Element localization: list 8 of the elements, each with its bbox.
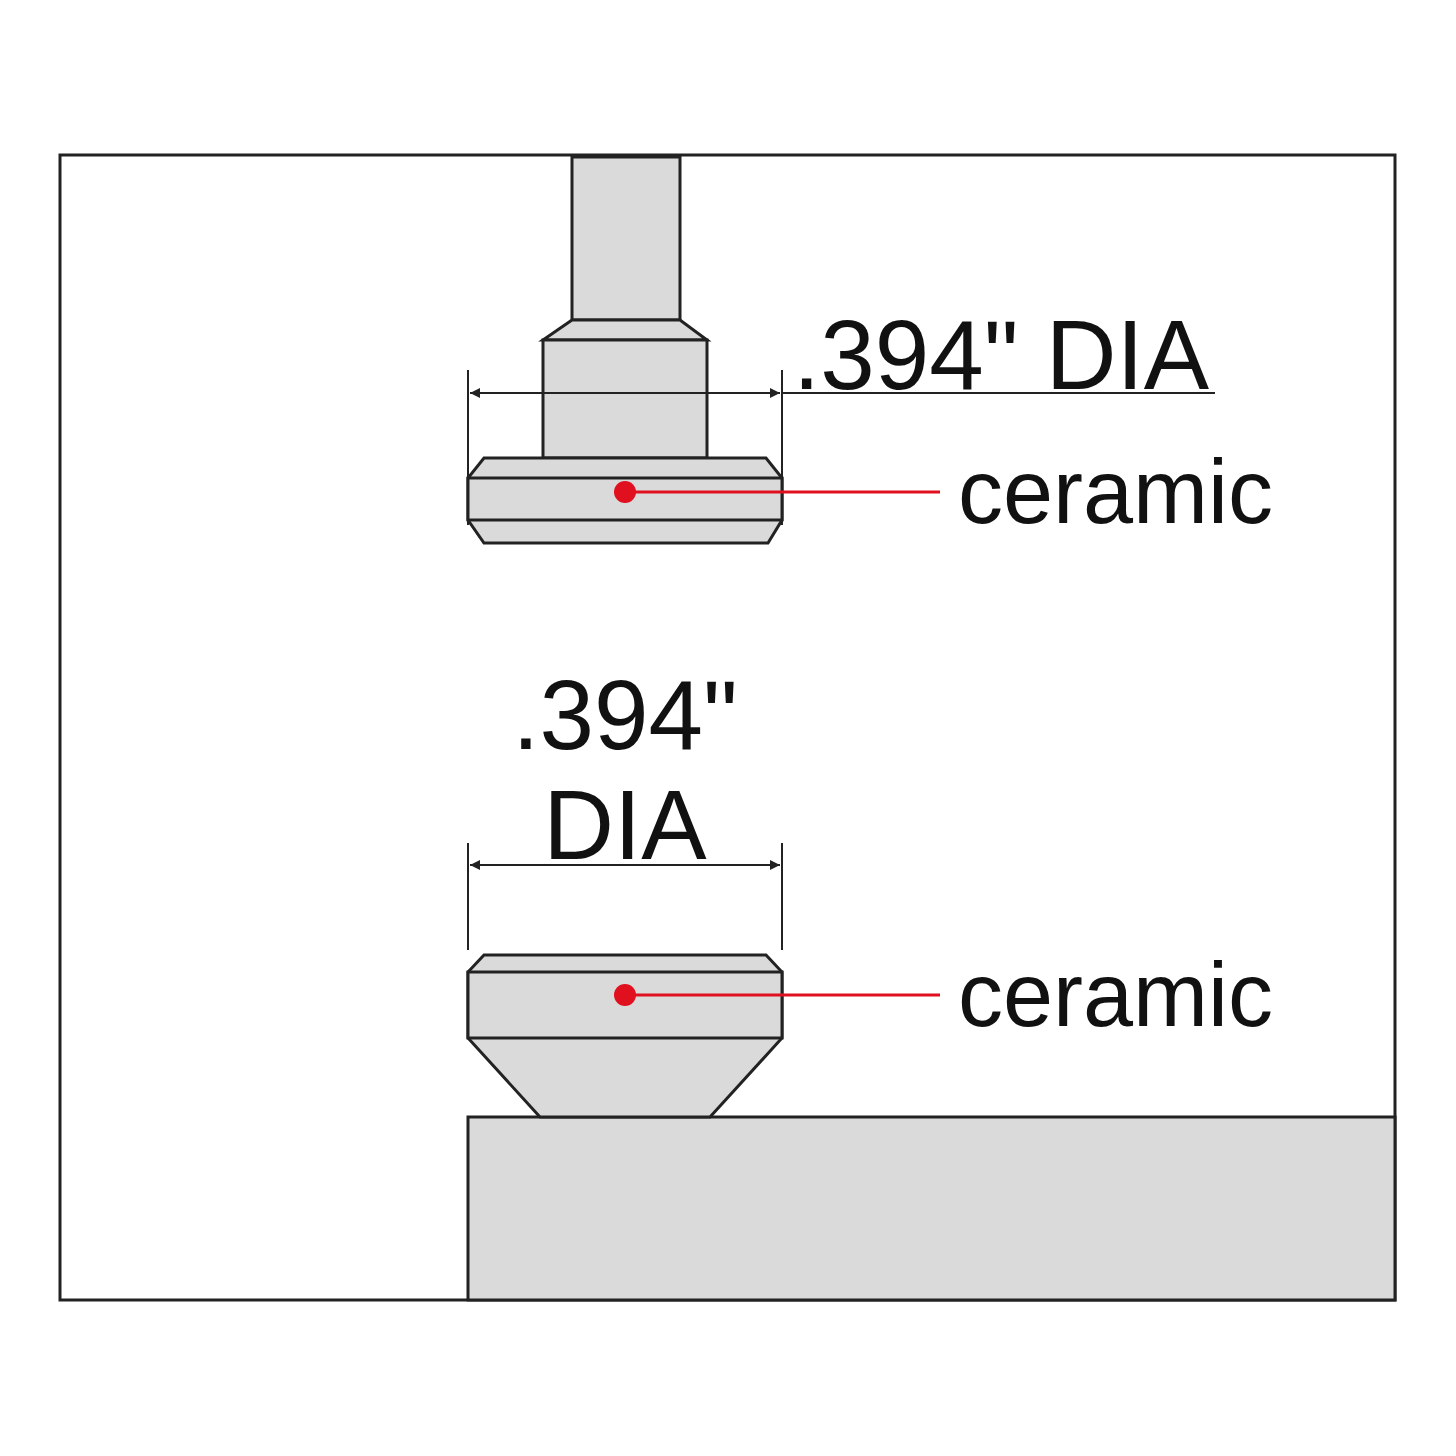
ceramic-face: [468, 972, 782, 1038]
leader-line: [614, 481, 940, 503]
ceramic-face: [468, 478, 782, 520]
dimension-label: .394" DIA: [511, 660, 739, 880]
callout-label: ceramic: [958, 442, 1318, 542]
dimension-label: .394" DIA: [793, 300, 1211, 410]
leader-line: [614, 984, 940, 1006]
callout-label: ceramic: [958, 945, 1318, 1045]
